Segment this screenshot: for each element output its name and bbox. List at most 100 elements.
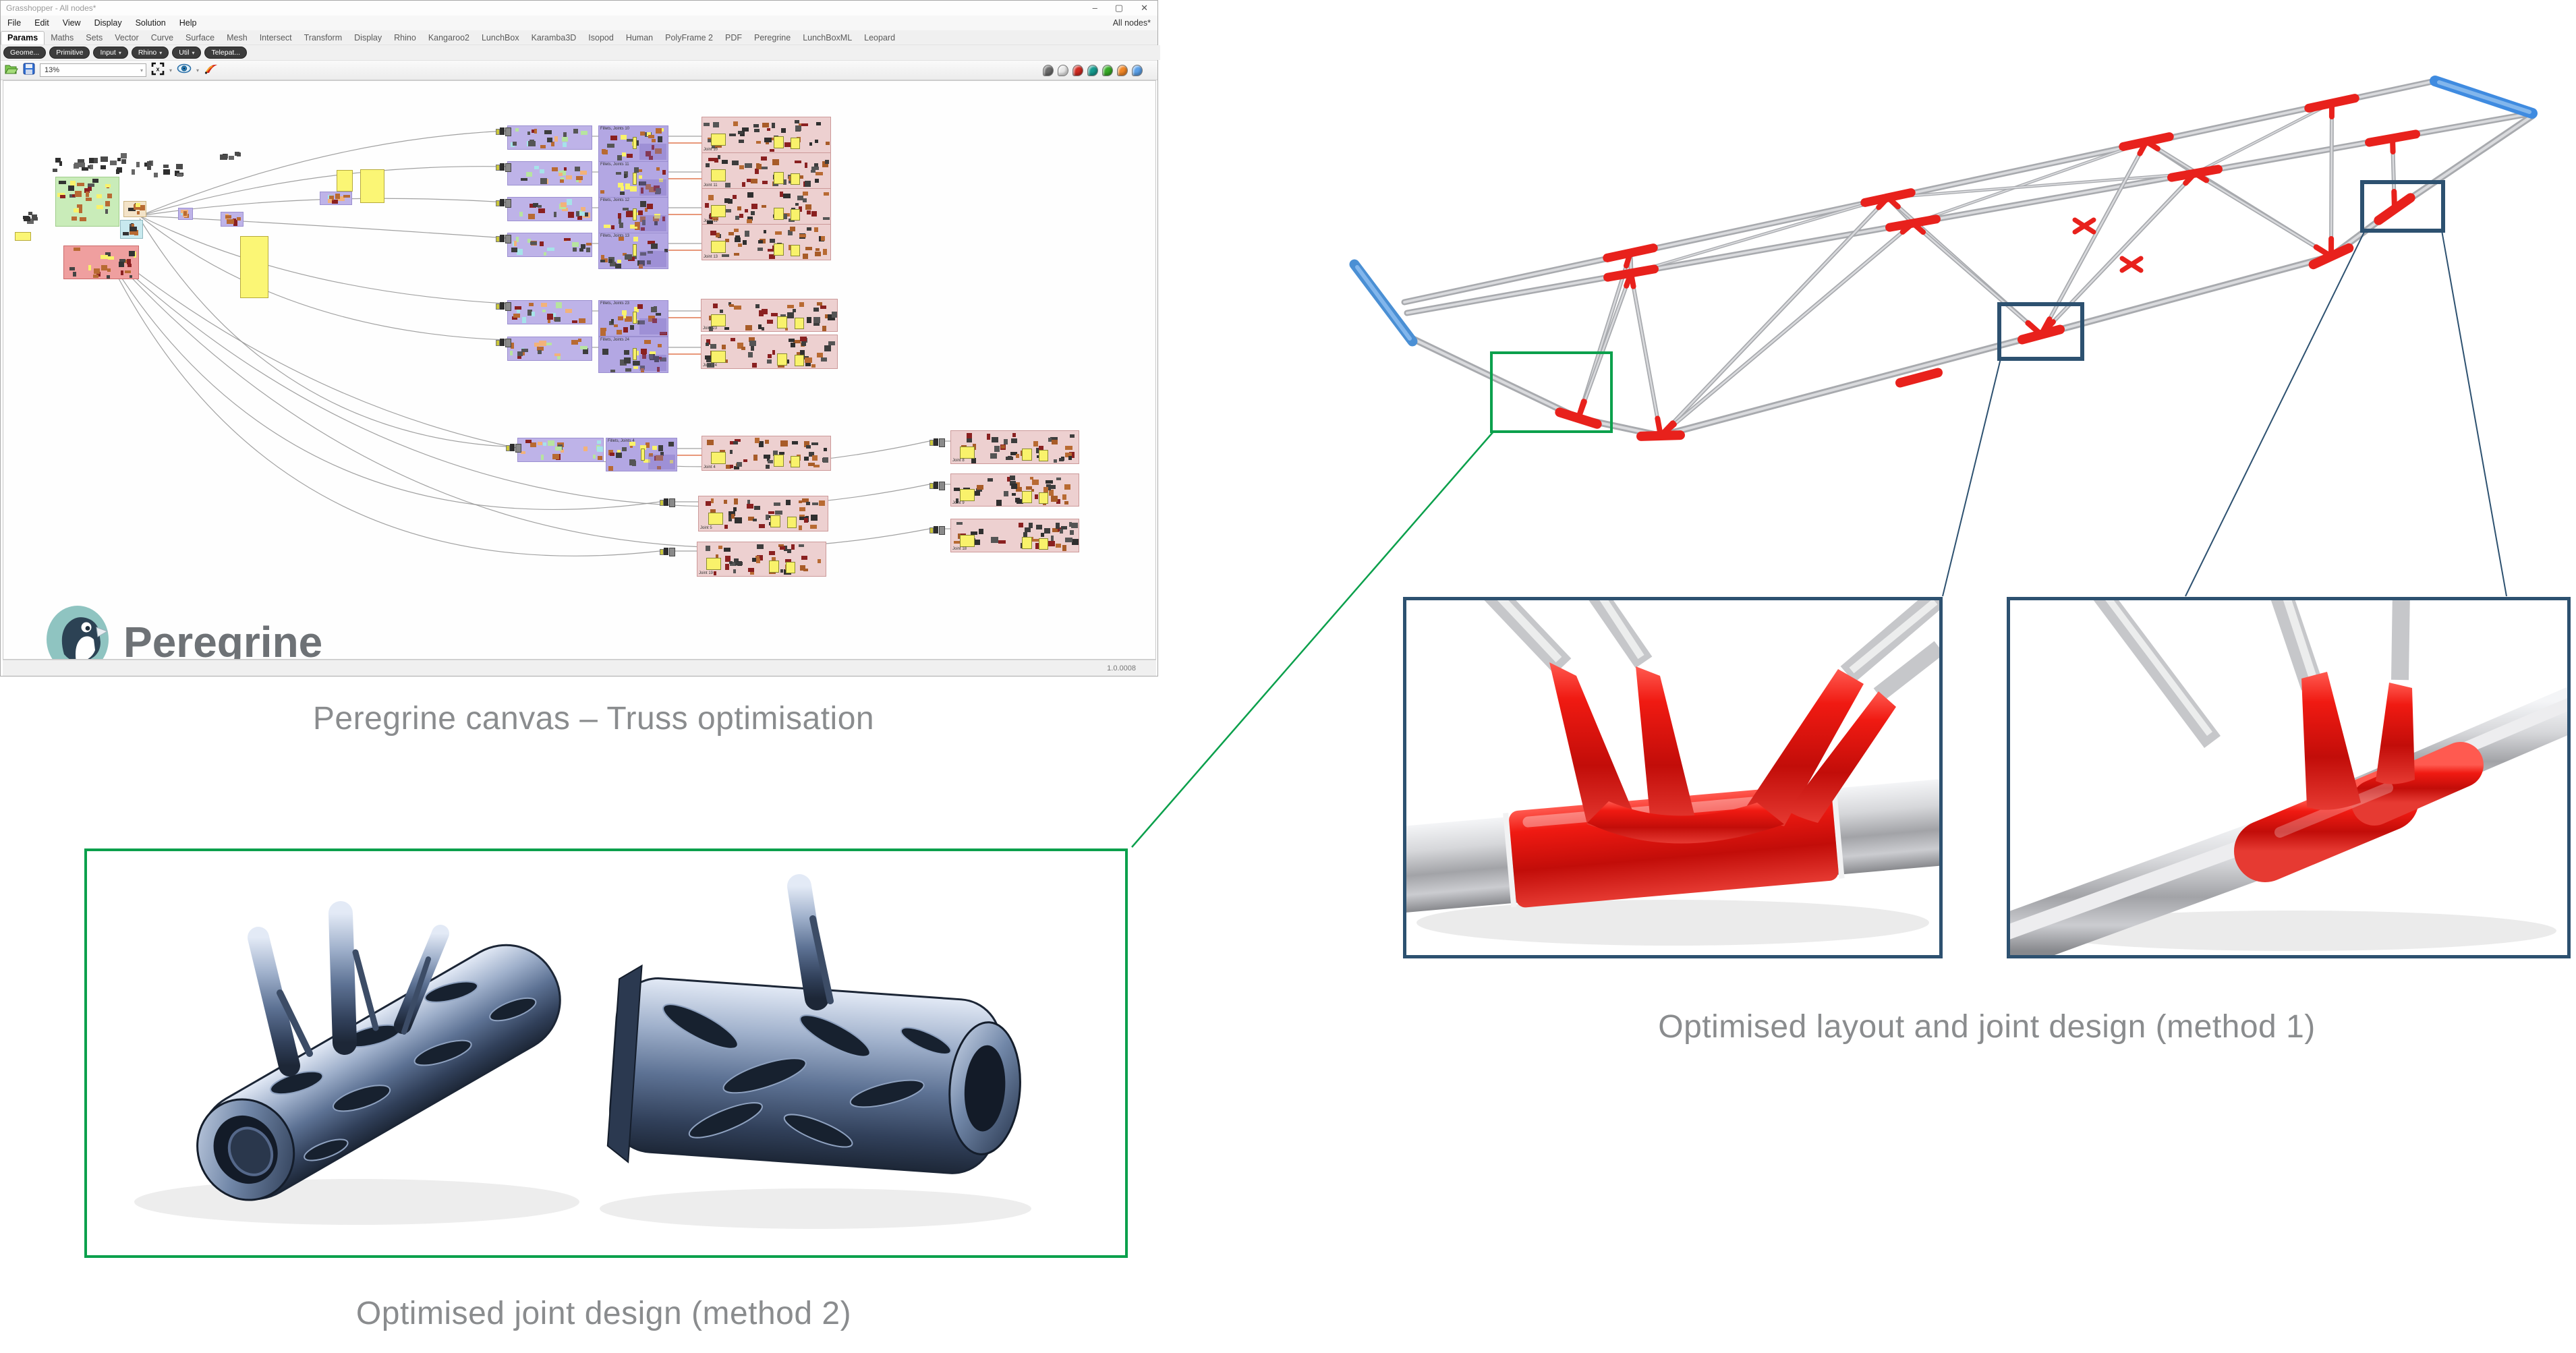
- display-gem-icon[interactable]: [1058, 64, 1068, 76]
- zoom-extents-icon[interactable]: x: [151, 62, 165, 79]
- tab-lunchboxml[interactable]: LunchBoxML: [803, 33, 853, 42]
- node-cluster[interactable]: [506, 444, 521, 453]
- node-cluster[interactable]: [63, 246, 139, 279]
- panel-telepat[interactable]: Telepat...: [204, 47, 248, 59]
- node-cluster[interactable]: [507, 300, 592, 324]
- node-cluster[interactable]: [178, 208, 193, 220]
- node-cluster[interactable]: [22, 209, 39, 229]
- node-cluster[interactable]: [929, 526, 945, 535]
- group-joint-12[interactable]: Joint 12: [702, 188, 831, 225]
- display-gem-icon[interactable]: [1117, 64, 1128, 76]
- display-gem-icon[interactable]: [1087, 64, 1098, 76]
- tab-curve[interactable]: Curve: [150, 33, 174, 42]
- tab-kangaroo2[interactable]: Kangaroo2: [428, 33, 469, 42]
- caret-icon[interactable]: ▾: [169, 67, 173, 74]
- node-cluster[interactable]: [320, 192, 352, 205]
- node-cluster[interactable]: [496, 199, 511, 208]
- group-fillets-joints-24[interactable]: Fillets, Joints 24: [598, 337, 668, 373]
- save-icon[interactable]: [23, 63, 35, 78]
- node-cluster[interactable]: [55, 177, 119, 227]
- group-fillets-joints-4[interactable]: Fillets, Joints 4: [606, 438, 677, 471]
- node-cluster[interactable]: [496, 163, 511, 172]
- node-cluster[interactable]: [507, 337, 592, 361]
- display-gem-icon[interactable]: [1132, 64, 1143, 76]
- tab-human[interactable]: Human: [625, 33, 654, 42]
- menu-file[interactable]: File: [7, 18, 22, 28]
- node-cluster[interactable]: [507, 161, 592, 185]
- node-cluster[interactable]: [496, 127, 511, 136]
- group-joint-23[interactable]: Joint 23: [701, 299, 838, 332]
- node-cluster[interactable]: [337, 170, 353, 192]
- tab-rhino[interactable]: Rhino: [394, 33, 416, 42]
- group-joint-24[interactable]: Joint 24: [701, 335, 838, 369]
- group-fillets-joints-12[interactable]: Fillets, Joints 12: [598, 197, 668, 233]
- panel-input[interactable]: Input▾: [93, 47, 128, 59]
- tab-peregrine[interactable]: Peregrine: [753, 33, 791, 42]
- node-cluster[interactable]: [507, 125, 592, 150]
- panel-primitive[interactable]: Primitive: [49, 47, 90, 59]
- minimize-button[interactable]: –: [1092, 3, 1097, 13]
- group-joint-19[interactable]: Joint 19: [697, 542, 826, 577]
- display-gem-icon[interactable]: [1072, 64, 1083, 76]
- node-cluster[interactable]: [47, 151, 128, 178]
- display-gem-icon[interactable]: [1043, 64, 1054, 76]
- menu-edit[interactable]: Edit: [34, 18, 49, 28]
- tab-lunchbox[interactable]: LunchBox: [481, 33, 519, 42]
- zoom-level-input[interactable]: 13% ▾: [40, 63, 146, 77]
- sketch-pen-icon[interactable]: [204, 63, 220, 78]
- node-cluster[interactable]: [496, 235, 511, 243]
- close-button[interactable]: ✕: [1141, 3, 1148, 13]
- maximize-button[interactable]: ▢: [1114, 3, 1124, 13]
- tab-isopod[interactable]: Isopod: [588, 33, 614, 42]
- tab-sets[interactable]: Sets: [86, 33, 103, 42]
- tab-karamba3d[interactable]: Karamba3D: [531, 33, 577, 42]
- node-cluster[interactable]: [123, 159, 190, 179]
- node-cluster[interactable]: [214, 150, 242, 162]
- display-gem-icon[interactable]: [1102, 64, 1113, 76]
- tab-intersect[interactable]: Intersect: [259, 33, 292, 42]
- group-joint-11[interactable]: Joint 11: [702, 152, 831, 189]
- panel-geome[interactable]: Geome...: [3, 47, 47, 59]
- node-cluster[interactable]: [517, 438, 604, 462]
- tab-display[interactable]: Display: [354, 33, 382, 42]
- menu-view[interactable]: View: [62, 18, 81, 28]
- node-cluster[interactable]: [123, 201, 146, 217]
- group-joint-13[interactable]: Joint 13: [702, 224, 831, 260]
- tab-surface[interactable]: Surface: [185, 33, 215, 42]
- menu-solution[interactable]: Solution: [135, 18, 166, 28]
- node-cluster[interactable]: [660, 548, 675, 556]
- tab-vector[interactable]: Vector: [115, 33, 139, 42]
- node-cluster[interactable]: [496, 302, 511, 311]
- panel-rhino[interactable]: Rhino▾: [131, 47, 169, 59]
- node-cluster[interactable]: [120, 220, 143, 239]
- node-cluster[interactable]: [15, 232, 31, 241]
- node-cluster[interactable]: [929, 438, 945, 447]
- group-joint-9[interactable]: Joint 9: [950, 473, 1079, 507]
- node-cluster[interactable]: [660, 498, 675, 507]
- node-cluster[interactable]: [496, 339, 511, 347]
- tab-params[interactable]: Params: [1, 31, 45, 45]
- group-joint-10[interactable]: Joint 10: [702, 117, 831, 153]
- node-cluster[interactable]: [507, 233, 592, 257]
- menu-display[interactable]: Display: [94, 18, 122, 28]
- menu-help[interactable]: Help: [179, 18, 197, 28]
- tab-maths[interactable]: Maths: [51, 33, 74, 42]
- group-joint-18[interactable]: Joint 18: [950, 519, 1079, 552]
- preview-eye-icon[interactable]: [177, 63, 192, 77]
- tab-polyframe-2[interactable]: PolyFrame 2: [665, 33, 713, 42]
- group-fillets-joints-13[interactable]: Fillets, Joints 13: [598, 233, 668, 269]
- group-fillets-joints-11[interactable]: Fillets, Joints 11: [598, 161, 668, 198]
- node-cluster[interactable]: [929, 482, 945, 490]
- group-joint-5[interactable]: Joint 5: [698, 496, 828, 531]
- group-joint-8[interactable]: Joint 8: [950, 430, 1079, 464]
- open-file-icon[interactable]: [5, 63, 18, 78]
- tab-transform[interactable]: Transform: [304, 33, 343, 42]
- node-cluster[interactable]: [507, 197, 592, 221]
- node-cluster[interactable]: [360, 169, 384, 203]
- tab-mesh[interactable]: Mesh: [227, 33, 248, 42]
- tab-pdf[interactable]: PDF: [724, 33, 742, 42]
- tab-leopard[interactable]: Leopard: [864, 33, 896, 42]
- group-joint-4[interactable]: Joint 4: [702, 436, 831, 471]
- node-cluster[interactable]: [221, 212, 244, 227]
